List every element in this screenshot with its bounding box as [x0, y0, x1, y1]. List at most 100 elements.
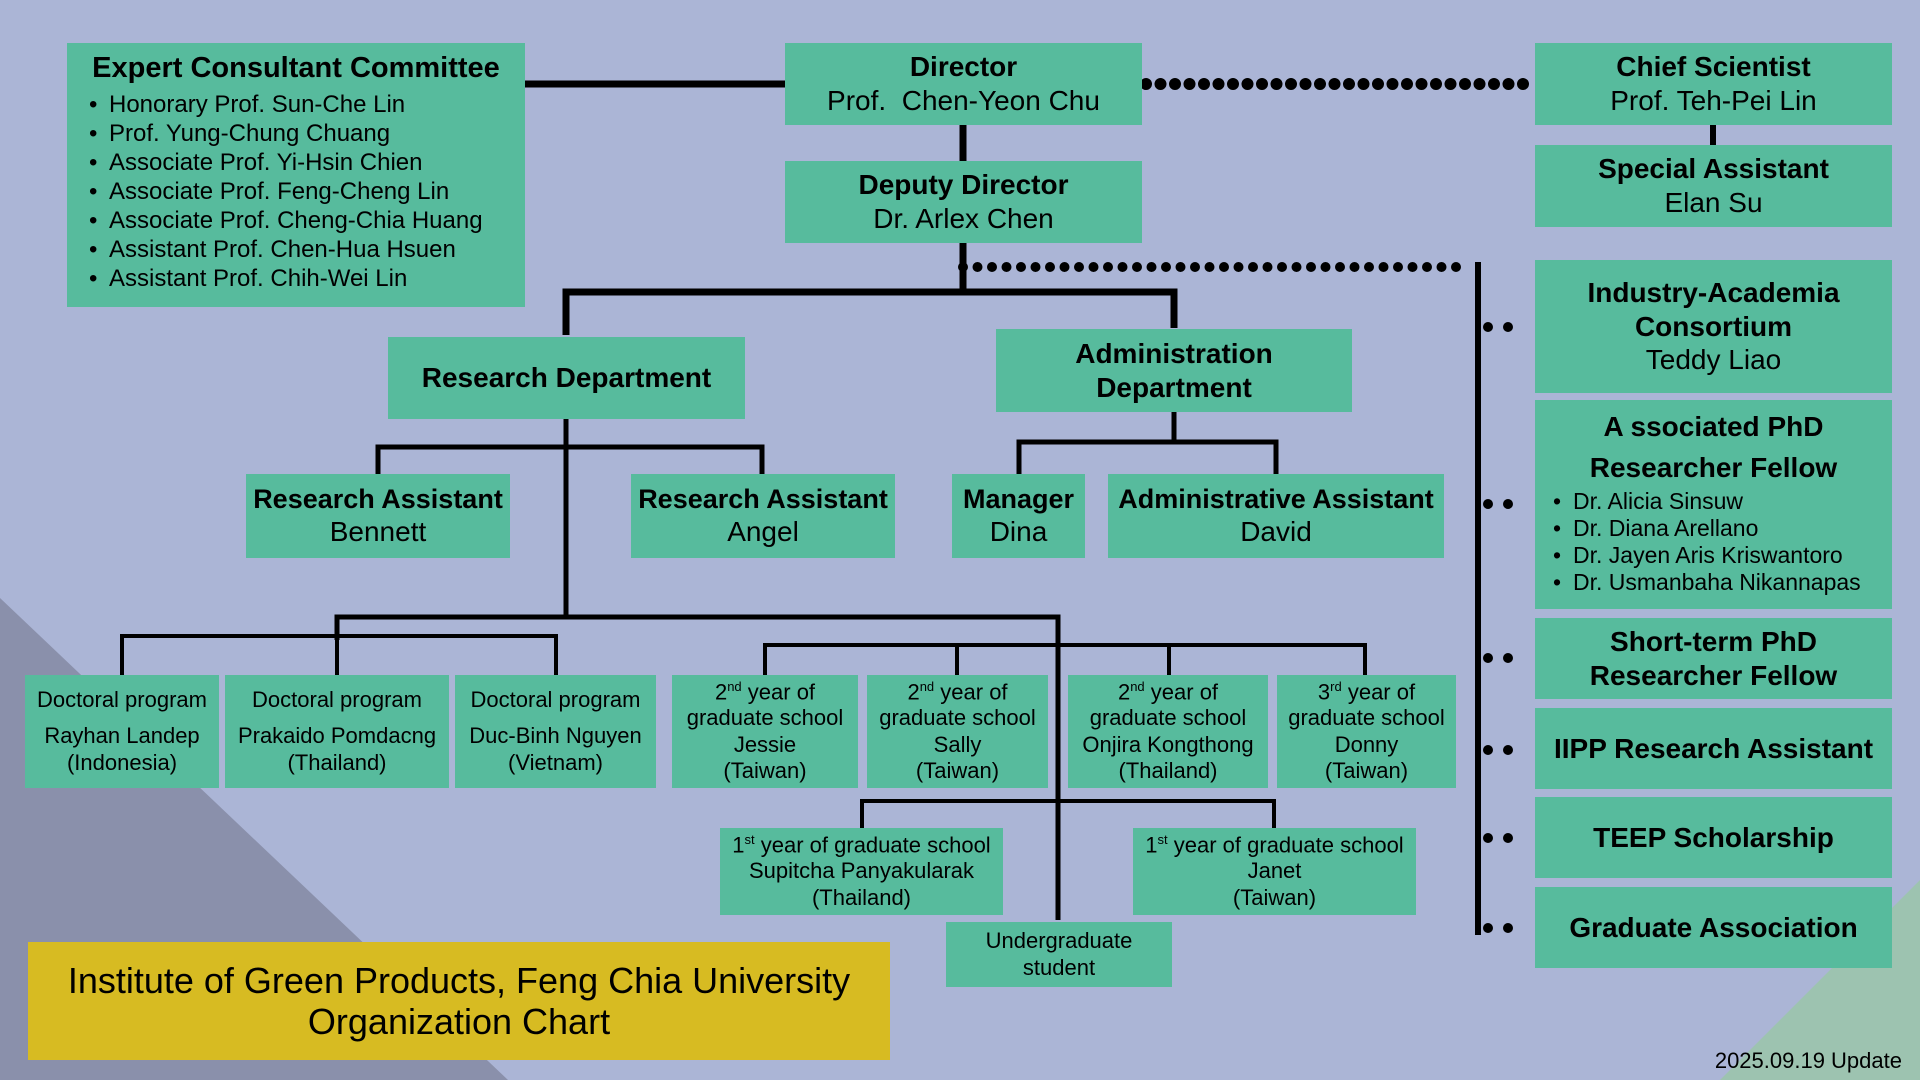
research-department-title: Research Department [421, 362, 712, 394]
research-assistant-name: Bennett [329, 516, 427, 548]
ordinal: 2 [714, 678, 728, 704]
graduate-year-label: 2nd year of [715, 679, 815, 706]
associated-phd-title-line1: A ssociated PhD [1603, 411, 1824, 442]
graduate-student-name: Onjira Kongthong [1082, 731, 1254, 757]
graduate-student-country: (Thailand) [811, 884, 912, 910]
graduate-first-year-box: 1st year of graduate school Supitcha Pan… [720, 828, 1003, 915]
research-assistant-name: Angel [727, 516, 799, 548]
manager-box: Manager Dina [952, 474, 1085, 558]
doctoral-program-label: Doctoral program [252, 686, 422, 712]
research-assistant-title: Research Assistant [253, 484, 503, 514]
graduate-student-name: Jessie [733, 731, 797, 757]
teep-title: TEEP Scholarship [1593, 821, 1834, 853]
graduate-student-box: 2nd year of graduate school Onjira Kongt… [1068, 675, 1268, 788]
research-assistant-box: Research Assistant Angel [631, 474, 895, 558]
graduate-year-label: 2nd year of [907, 679, 1007, 706]
deputy-director-box: Deputy Director Dr. Arlex Chen [785, 161, 1142, 243]
chief-scientist-title: Chief Scientist [1616, 51, 1811, 83]
short-term-phd-title-line1: Short-term PhD [1610, 625, 1817, 657]
associated-phd-member: Dr. Alicia Sinsuw [1545, 488, 1861, 515]
connector-grad-upper [763, 643, 1367, 675]
graduate-student-country: (Taiwan) [915, 758, 1000, 784]
connector-departments [562, 288, 1178, 335]
deputy-director-title: Deputy Director [858, 169, 1069, 201]
committee-member: Prof. Yung-Chung Chuang [81, 119, 483, 148]
committee-member: Associate Prof. Cheng-Chia Huang [81, 206, 483, 235]
undergraduate-box: Undergraduate student [946, 922, 1172, 987]
year-label-rest: year of graduate school [754, 832, 991, 858]
administration-department-title-line2: Department [1096, 371, 1252, 403]
administrative-assistant-box: Administrative Assistant David [1108, 474, 1444, 558]
connector-research-assistants [375, 444, 765, 474]
special-assistant-box: Special Assistant Elan Su [1535, 145, 1892, 227]
special-assistant-title: Special Assistant [1598, 153, 1829, 185]
year-label-rest: year of [934, 678, 1008, 704]
connector-students [334, 614, 1061, 920]
graduate-student-country: (Taiwan) [1324, 758, 1409, 784]
year-label-rest: year of [741, 678, 816, 704]
administrative-assistant-name: David [1240, 516, 1312, 548]
doctoral-program-label: Doctoral program [470, 686, 641, 712]
graduate-student-country: (Taiwan) [1232, 884, 1317, 910]
year-label-rest: year of [1341, 678, 1416, 704]
ordinal-suffix: rd [1330, 678, 1342, 694]
graduate-school-label: graduate school [1288, 705, 1445, 731]
ordinal-suffix: nd [919, 678, 935, 694]
director-title: Director [909, 51, 1018, 83]
ordinal-suffix: nd [1130, 678, 1145, 694]
special-assistant-name: Elan Su [1664, 187, 1763, 218]
year-label-rest: year of graduate school [1167, 832, 1404, 858]
research-assistant-box: Research Assistant Bennett [246, 474, 510, 558]
research-department-box: Research Department [388, 337, 745, 419]
ordinal: 2 [1117, 678, 1131, 704]
associated-phd-member: Dr. Jayen Aris Kriswantoro [1545, 542, 1861, 569]
associated-phd-member: Dr. Usmanbaha Nikannapas [1545, 569, 1861, 596]
graduate-student-box: 3rd year of graduate school Donny (Taiwa… [1277, 675, 1456, 788]
ordinal: 1 [732, 832, 745, 858]
graduate-student-box: 2nd year of graduate school Sally (Taiwa… [867, 675, 1048, 788]
graduate-year-label: 3rd year of [1318, 679, 1415, 706]
industry-academia-box: Industry-Academia Consortium Teddy Liao [1535, 260, 1892, 393]
administration-department-box: Administration Department [996, 329, 1352, 412]
iipp-research-assistant-box: IIPP Research Assistant [1535, 708, 1892, 789]
doctoral-student-name: Duc-Binh Nguyen [469, 723, 642, 749]
ordinal-suffix: nd [727, 678, 742, 694]
associated-phd-member: Dr. Diana Arellano [1545, 515, 1861, 542]
director-name: Prof. Chen-Yeon Chu [827, 85, 1100, 116]
doctoral-student-name: Rayhan Landep [44, 723, 200, 749]
doctoral-student-country: (Thailand) [287, 749, 387, 775]
committee-member: Assistant Prof. Chen-Hua Hsuen [81, 235, 483, 264]
associated-phd-box: A ssociated PhD Researcher Fellow Dr. Al… [1535, 400, 1892, 609]
expert-committee-box: Expert Consultant Committee Honorary Pro… [67, 43, 525, 307]
chart-title-banner: Institute of Green Products, Feng Chia U… [28, 942, 890, 1060]
graduate-student-name: Janet [1247, 858, 1302, 884]
undergraduate-line2: student [1022, 954, 1096, 980]
graduate-year-label: 1st year of graduate school [1145, 832, 1403, 859]
doctoral-student-name: Prakaido Pomdacng [237, 723, 437, 749]
chart-title-line1: Institute of Green Products, Feng Chia U… [67, 959, 851, 1001]
doctoral-student-box: Doctoral program Rayhan Landep (Indonesi… [25, 675, 219, 788]
ordinal-suffix: st [744, 831, 755, 847]
graduate-student-name: Sally [933, 731, 982, 757]
graduate-school-label: graduate school [686, 705, 844, 731]
ordinal: 3 [1317, 678, 1331, 704]
teep-scholarship-box: TEEP Scholarship [1535, 797, 1892, 878]
manager-name: Dina [989, 516, 1048, 548]
graduate-association-title: Graduate Association [1569, 911, 1858, 943]
industry-academia-name: Teddy Liao [1645, 344, 1782, 376]
undergraduate-line1: Undergraduate [985, 928, 1133, 954]
connector-grad-first [860, 799, 1276, 828]
doctoral-program-label: Doctoral program [37, 686, 207, 712]
chief-scientist-box: Chief Scientist Prof. Teh-Pei Lin [1535, 43, 1892, 125]
doctoral-student-country: (Indonesia) [66, 749, 178, 775]
committee-member: Honorary Prof. Sun-Che Lin [81, 90, 483, 119]
iipp-title: IIPP Research Assistant [1553, 732, 1874, 764]
graduate-year-label: 1st year of graduate school [732, 832, 990, 859]
ordinal: 2 [907, 678, 920, 704]
manager-title: Manager [962, 484, 1075, 514]
industry-academia-title-line1: Industry-Academia [1587, 277, 1840, 309]
doctoral-student-box: Doctoral program Duc-Binh Nguyen (Vietna… [455, 675, 656, 788]
graduate-student-box: 2nd year of graduate school Jessie (Taiw… [672, 675, 858, 788]
expert-committee-title: Expert Consultant Committee [92, 52, 500, 84]
